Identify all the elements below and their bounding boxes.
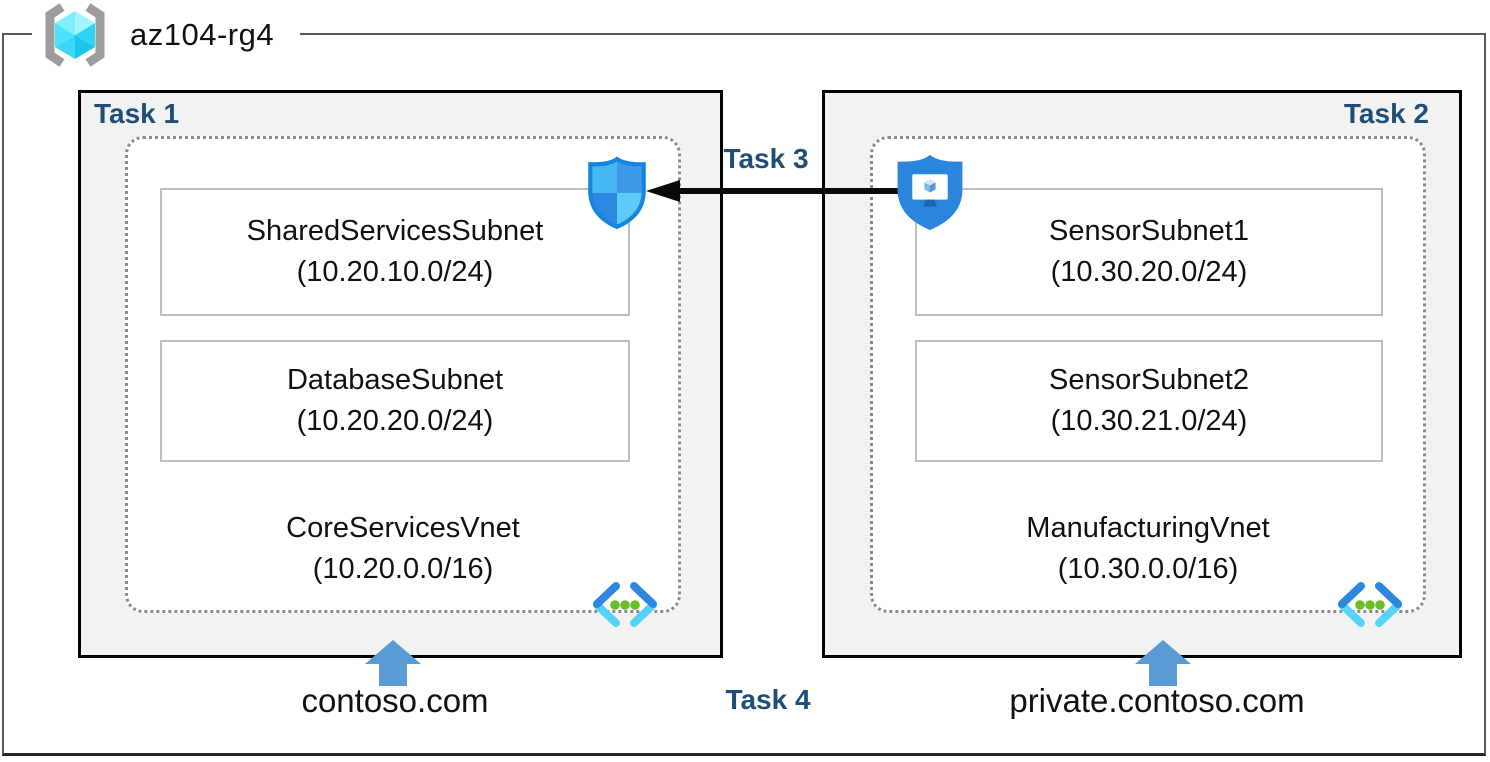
subnet-name: SharedServicesSubnet	[246, 214, 544, 247]
resource-group-icon	[45, 3, 105, 67]
up-arrow-icon	[365, 640, 421, 686]
shared-services-subnet-box: SharedServicesSubnet (10.20.10.0/24)	[160, 188, 630, 316]
nsg-shield-icon	[588, 156, 646, 230]
database-subnet-box: DatabaseSubnet (10.20.20.0/24)	[160, 340, 630, 462]
subnet-cidr: (10.20.10.0/24)	[296, 256, 494, 288]
task1-label: Task 1	[94, 98, 180, 129]
vnet-cidr: (10.20.0.0/16)	[312, 553, 494, 586]
task4-label: Task 4	[725, 684, 811, 715]
vnet-cidr: (10.30.0.0/16)	[1057, 553, 1239, 586]
subnet-cidr: (10.30.20.0/24)	[1050, 256, 1248, 288]
resource-group-name: az104-rg4	[130, 17, 275, 52]
subnet-cidr: (10.20.20.0/24)	[296, 405, 494, 437]
virtual-network-icon	[593, 582, 657, 627]
subnet-cidr: (10.30.21.0/24)	[1050, 405, 1248, 437]
asg-shield-icon	[897, 155, 963, 230]
resource-group-boundary	[2, 33, 1486, 756]
private-contoso-domain-label: private.contoso.com	[1009, 682, 1305, 719]
sensor-subnet2-box: SensorSubnet2 (10.30.21.0/24)	[915, 340, 1383, 462]
subnet-name: SensorSubnet2	[1049, 363, 1249, 396]
contoso-domain-label: contoso.com	[301, 682, 489, 719]
vnet-name: CoreServicesVnet	[286, 512, 520, 544]
sensor-subnet1-box: SensorSubnet1 (10.30.20.0/24)	[915, 188, 1383, 316]
task3-label: Task 3	[723, 143, 809, 174]
subnet-name: SensorSubnet1	[1049, 214, 1249, 247]
subnet-name: DatabaseSubnet	[286, 363, 504, 396]
task2-label: Task 2	[1343, 98, 1429, 129]
up-arrow-icon	[1135, 640, 1191, 686]
virtual-network-icon	[1338, 582, 1402, 627]
resource-group-header: az104-rg4	[32, 0, 300, 70]
core-services-vnet-label: CoreServicesVnet (10.20.0.0/16)	[125, 508, 681, 590]
left-arrow-icon	[646, 180, 898, 202]
vnet-name: ManufacturingVnet	[1026, 512, 1270, 544]
manufacturing-vnet-label: ManufacturingVnet (10.30.0.0/16)	[870, 508, 1426, 590]
